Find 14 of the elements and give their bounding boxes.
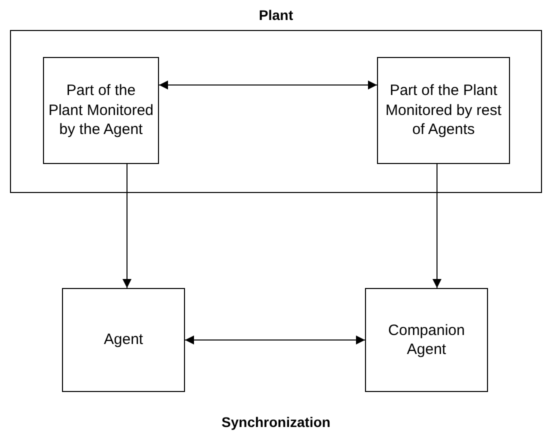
box-label: Companion Agent <box>387 320 466 360</box>
arrow <box>122 164 132 288</box>
process-box <box>62 288 185 392</box>
arrow <box>158 80 378 90</box>
diagram-caption: Synchronization <box>220 414 332 430</box>
process-box <box>365 288 488 392</box>
box-label: Part of the Plant Monitored by the Agent <box>48 81 154 140</box>
arrow <box>432 164 442 288</box>
process-box <box>43 57 159 164</box>
plant-title: Plant <box>258 7 294 23</box>
box-label: Part of the Plant Monitored by rest of Agents <box>384 81 502 140</box>
arrow <box>184 336 366 344</box>
box-label: Agent <box>104 330 144 350</box>
process-box <box>377 57 510 164</box>
